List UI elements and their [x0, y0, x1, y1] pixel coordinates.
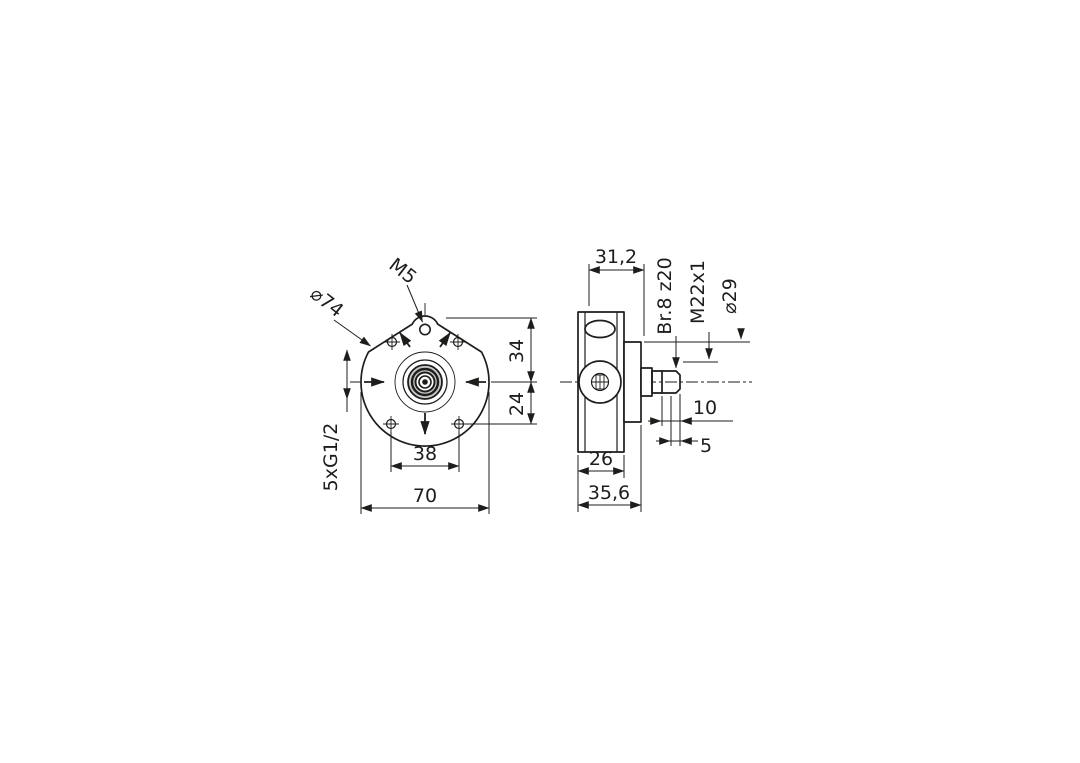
- flow-arrow-top-left: [399, 332, 412, 348]
- dia74-label: ⌀74: [306, 283, 348, 322]
- dim-70-label: 70: [413, 485, 437, 507]
- dim-34-label: 34: [506, 339, 528, 363]
- shaft-center-dot: [422, 379, 428, 385]
- side-top-port: [584, 319, 616, 339]
- dim-38-label: 38: [413, 443, 437, 465]
- side-port-slot-lines: [591, 375, 609, 389]
- bore-circle: [394, 351, 456, 413]
- port-hole-center-marks: [383, 334, 467, 432]
- m5-leader-line: [406, 284, 423, 323]
- flow-direction-arrows: [364, 332, 486, 436]
- ports-label: 5xG1/2: [320, 423, 342, 492]
- thread-label: M22x1: [687, 260, 709, 324]
- rotor-ring-dark: [410, 367, 440, 397]
- shaft-inner-ring: [418, 375, 432, 389]
- rotor-ring-outer: [402, 359, 448, 405]
- dim-26-label: 26: [589, 448, 613, 470]
- spline-label: Br.8 z20: [654, 257, 676, 334]
- dia74-leader-line: [333, 319, 371, 347]
- front-extension-lines: [360, 317, 537, 514]
- dim-10-label: 10: [693, 397, 717, 419]
- side-port-detail: [590, 372, 610, 392]
- shaft-threaded-end: [651, 370, 681, 394]
- side-view: 31,2 Br.8 z20 M22x1 ⌀29 10 5 26 35,6: [560, 246, 752, 512]
- dim-31-2-label: 31,2: [595, 246, 637, 268]
- dim-35-6-label: 35,6: [588, 482, 630, 504]
- m5-label: M5: [385, 254, 421, 289]
- m5-hole: [418, 323, 431, 336]
- side-flange: [623, 341, 642, 423]
- dim-24-label: 24: [506, 392, 528, 416]
- dia29-label: ⌀29: [719, 278, 741, 314]
- shaft-shoulder: [640, 367, 653, 397]
- front-view: M5 ⌀74 34 24 38 70 5xG1/2: [306, 254, 537, 514]
- dim-5-label: 5: [700, 435, 712, 457]
- flow-arrow-top-right: [438, 332, 451, 348]
- front-port-holes: [383, 334, 467, 432]
